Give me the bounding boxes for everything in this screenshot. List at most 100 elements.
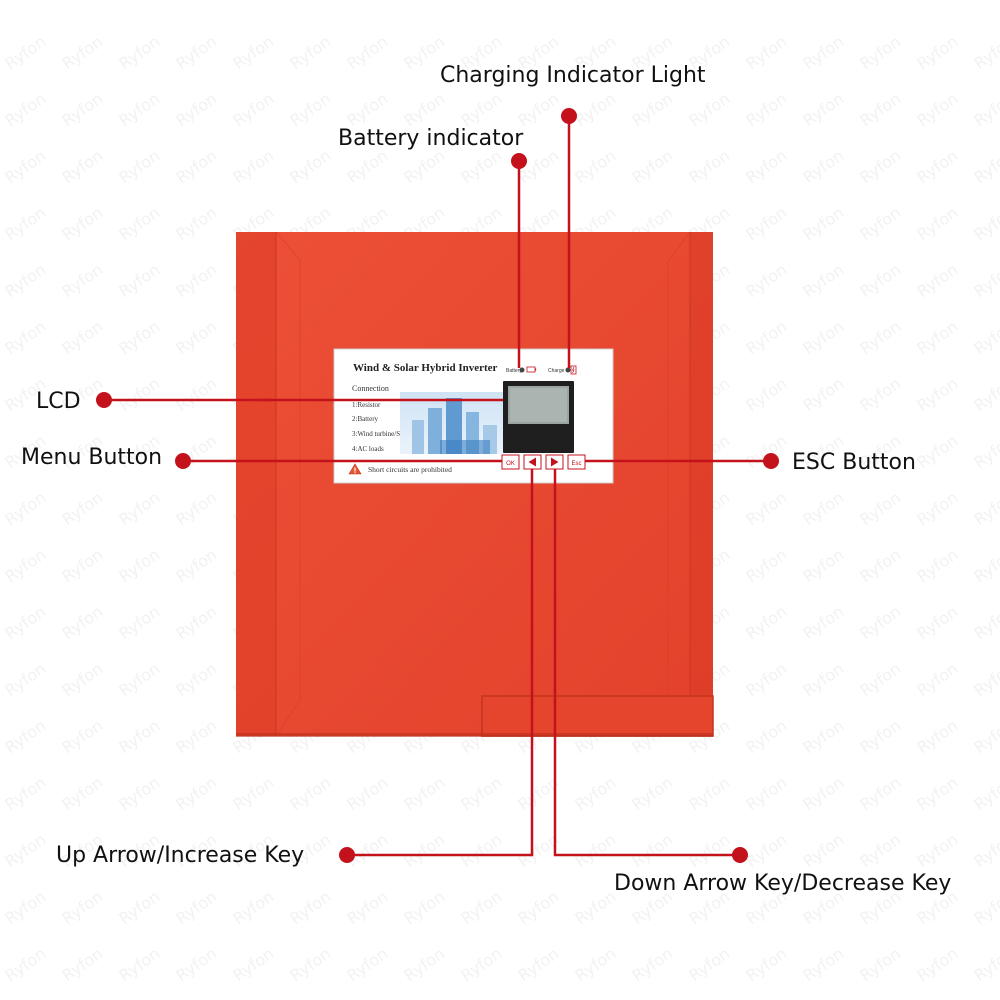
warning-text: Short circuits are prohibited (368, 465, 452, 474)
watermark-text: Ryfon (115, 203, 163, 245)
callout-up-arrow: Up Arrow/Increase Key (56, 843, 305, 868)
watermark-text: Ryfon (685, 89, 733, 131)
left-arrow-icon (528, 457, 536, 467)
watermark-text: Ryfon (343, 887, 391, 929)
control-panel: Wind & Solar Hybrid Inverter Battery Cha… (333, 348, 614, 484)
watermark-text: Ryfon (457, 887, 505, 929)
watermark-text: Ryfon (913, 260, 961, 302)
watermark-text: Ryfon (343, 773, 391, 815)
watermark-text: Ryfon (229, 32, 277, 74)
watermark-text: Ryfon (571, 773, 619, 815)
up-arrow-leader (347, 469, 534, 857)
connection-item-4: 4:AC loads (352, 445, 384, 453)
watermark-text: Ryfon (628, 944, 676, 986)
watermark-text: Ryfon (457, 944, 505, 986)
watermark-text: Ryfon (799, 830, 847, 872)
watermark-text: Ryfon (400, 830, 448, 872)
watermark-text: Ryfon (343, 89, 391, 131)
callout-battery-indicator: Battery indicator (338, 126, 524, 151)
watermark-text: Ryfon (970, 545, 1000, 587)
watermark-text: Ryfon (58, 545, 106, 587)
esc-key-label: Esc (571, 461, 581, 467)
watermark-text: Ryfon (58, 773, 106, 815)
esc-button[interactable]: Esc (567, 454, 586, 470)
charging-indicator-dot (561, 108, 577, 124)
watermark-text: Ryfon (970, 773, 1000, 815)
callout-lines (104, 116, 771, 857)
watermark-text: Ryfon (343, 146, 391, 188)
cityscape-illustration (400, 392, 505, 454)
watermark-text: Ryfon (856, 89, 904, 131)
watermark-text: Ryfon (115, 89, 163, 131)
down-arrow-dot (732, 847, 748, 863)
watermark-text: Ryfon (172, 146, 220, 188)
battery-icon (526, 366, 537, 373)
watermark-text: Ryfon (58, 602, 106, 644)
watermark-text: Ryfon (685, 773, 733, 815)
watermark-text: Ryfon (115, 317, 163, 359)
watermark-text: Ryfon (1, 32, 49, 74)
watermark-text: Ryfon (172, 317, 220, 359)
watermark-text: Ryfon (115, 659, 163, 701)
watermark-text: Ryfon (799, 260, 847, 302)
watermark-text: Ryfon (286, 89, 334, 131)
watermark-text: Ryfon (970, 32, 1000, 74)
watermark-text: Ryfon (58, 89, 106, 131)
connection-item-2: 2:Battery (352, 415, 379, 423)
lcd-dot (96, 392, 112, 408)
ok-menu-button[interactable]: OK (501, 454, 520, 470)
watermark-text: Ryfon (856, 260, 904, 302)
watermark-text: Ryfon (1, 146, 49, 188)
watermark-text: Ryfon (229, 89, 277, 131)
watermark-text: Ryfon (970, 944, 1000, 986)
watermark-text: Ryfon (913, 545, 961, 587)
watermark-text: Ryfon (970, 317, 1000, 359)
watermark-text: Ryfon (913, 716, 961, 758)
watermark-text: Ryfon (799, 89, 847, 131)
watermark-text: Ryfon (913, 944, 961, 986)
watermark-text: Ryfon (1, 830, 49, 872)
watermark-text: Ryfon (286, 146, 334, 188)
watermark-text: Ryfon (1, 317, 49, 359)
watermark-text: Ryfon (457, 773, 505, 815)
watermark-text: Ryfon (58, 146, 106, 188)
watermark-text: Ryfon (970, 146, 1000, 188)
right-arrow-icon (551, 457, 559, 467)
watermark-text: Ryfon (628, 146, 676, 188)
watermark-text: Ryfon (742, 602, 790, 644)
watermark-text: Ryfon (343, 32, 391, 74)
watermark-text: Ryfon (742, 32, 790, 74)
watermark-text: Ryfon (571, 146, 619, 188)
watermark-text: Ryfon (799, 659, 847, 701)
menu-button-dot (175, 453, 191, 469)
watermark-text: Ryfon (628, 773, 676, 815)
callout-down-arrow: Down Arrow Key/Decrease Key (614, 871, 952, 896)
charge-icon (570, 365, 577, 375)
watermark-text: Ryfon (799, 317, 847, 359)
up-increase-key[interactable] (523, 454, 542, 470)
watermark-text: Ryfon (400, 773, 448, 815)
battery-indicator-led (519, 367, 525, 373)
down-decrease-key[interactable] (545, 454, 564, 470)
watermark-text: Ryfon (856, 773, 904, 815)
lcd-screen (503, 381, 574, 453)
watermark-text: Ryfon (970, 203, 1000, 245)
watermark-text: Ryfon (229, 944, 277, 986)
watermark-text: Ryfon (172, 374, 220, 416)
watermark-text: Ryfon (742, 488, 790, 530)
watermark-text: Ryfon (856, 374, 904, 416)
watermark-text: Ryfon (913, 203, 961, 245)
callout-esc-button: ESC Button (792, 450, 916, 475)
watermark-text: Ryfon (799, 32, 847, 74)
watermark-text: Ryfon (115, 32, 163, 74)
watermark-text: Ryfon (172, 887, 220, 929)
watermark-text: Ryfon (1, 944, 49, 986)
watermark-text: Ryfon (856, 716, 904, 758)
watermark-text: Ryfon (571, 887, 619, 929)
watermark-text: Ryfon (913, 488, 961, 530)
battery-indicator-label: Battery (506, 368, 522, 374)
watermark-text: Ryfon (742, 944, 790, 986)
connection-heading: Connection (352, 384, 389, 393)
watermark-text: Ryfon (58, 32, 106, 74)
callout-charging-indicator: Charging Indicator Light (440, 63, 706, 88)
